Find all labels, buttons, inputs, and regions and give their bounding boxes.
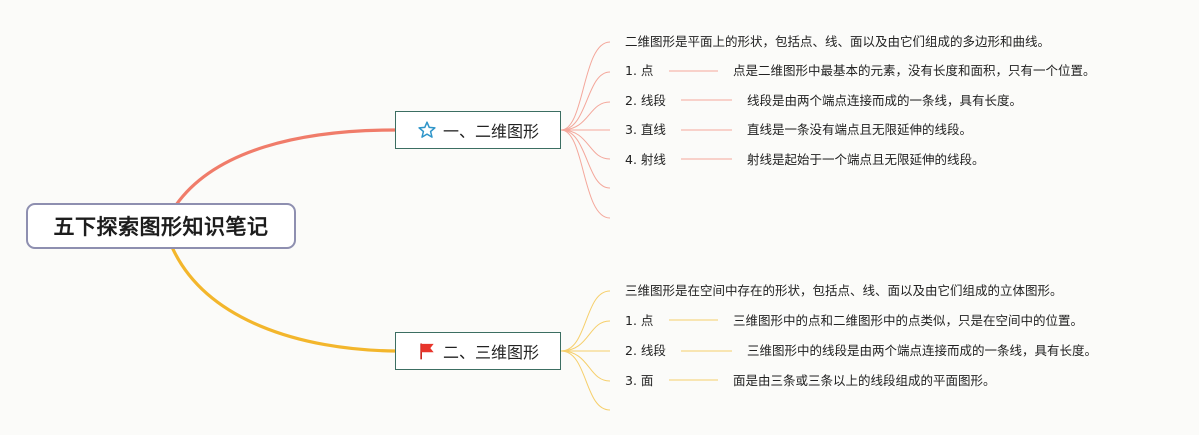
star-outline-icon xyxy=(417,120,437,140)
connector-root-branch2 xyxy=(170,245,397,353)
fan1-line xyxy=(560,129,611,189)
leaf-3d-term-segment[interactable]: 2. 线段 xyxy=(625,343,666,358)
fan2-line xyxy=(560,290,611,352)
leaf-3d-intro[interactable]: 三维图形是在空间中存在的形状，包括点、线、面以及由它们组成的立体图形。 xyxy=(625,283,1063,298)
leaf-2d-term-point[interactable]: 1. 点 xyxy=(625,63,654,78)
fan1-line xyxy=(560,71,611,131)
branch-3d-shapes[interactable]: 二、三维图形 xyxy=(395,332,561,370)
leaf-3d-desc-segment[interactable]: 三维图形中的线段是由两个端点连接而成的一条线，具有长度。 xyxy=(747,343,1098,358)
leaf-2d-desc-point[interactable]: 点是二维图形中最基本的元素，没有长度和面积，只有一个位置。 xyxy=(733,63,1096,78)
leaf-2d-term-segment[interactable]: 2. 线段 xyxy=(625,93,666,108)
root-title: 五下探索图形知识笔记 xyxy=(53,215,269,239)
fan2-line xyxy=(560,350,611,382)
leaf-3d-term-point[interactable]: 1. 点 xyxy=(625,313,654,328)
branch1-fan xyxy=(560,41,732,219)
branch-label: 二、三维图形 xyxy=(442,343,539,362)
fan2-line xyxy=(560,320,611,352)
leaf-2d-term-line[interactable]: 3. 直线 xyxy=(625,122,666,137)
leaf-3d-desc-face[interactable]: 面是由三条或三条以上的线段组成的平面图形。 xyxy=(733,373,996,388)
fan1-line xyxy=(560,129,611,219)
leaf-2d-desc-segment[interactable]: 线段是由两个端点连接而成的一条线，具有长度。 xyxy=(747,93,1023,108)
connector-root-branch1 xyxy=(174,128,397,207)
leaf-2d-desc-ray[interactable]: 射线是起始于一个端点且无限延伸的线段。 xyxy=(747,152,985,167)
leaf-2d-desc-line[interactable]: 直线是一条没有端点且无限延伸的线段。 xyxy=(747,122,973,137)
fan2-line xyxy=(560,350,611,411)
branch-label: 一、二维图形 xyxy=(442,122,539,141)
branch-2d-shapes[interactable]: 一、二维图形 xyxy=(395,111,561,149)
fan1-line xyxy=(560,101,611,131)
leaf-2d-intro[interactable]: 二维图形是平面上的形状，包括点、线、面以及由它们组成的多边形和曲线。 xyxy=(625,34,1051,49)
fan1-line xyxy=(560,41,611,131)
root-topic[interactable]: 五下探索图形知识笔记 xyxy=(26,203,296,249)
fan1-line xyxy=(560,129,611,160)
leaf-3d-desc-point[interactable]: 三维图形中的点和二维图形中的点类似，只是在空间中的位置。 xyxy=(733,313,1084,328)
leaf-2d-term-ray[interactable]: 4. 射线 xyxy=(625,152,666,167)
branch2-fan xyxy=(560,290,732,411)
red-flag-icon xyxy=(417,341,437,361)
leaf-3d-term-face[interactable]: 3. 面 xyxy=(625,373,654,388)
